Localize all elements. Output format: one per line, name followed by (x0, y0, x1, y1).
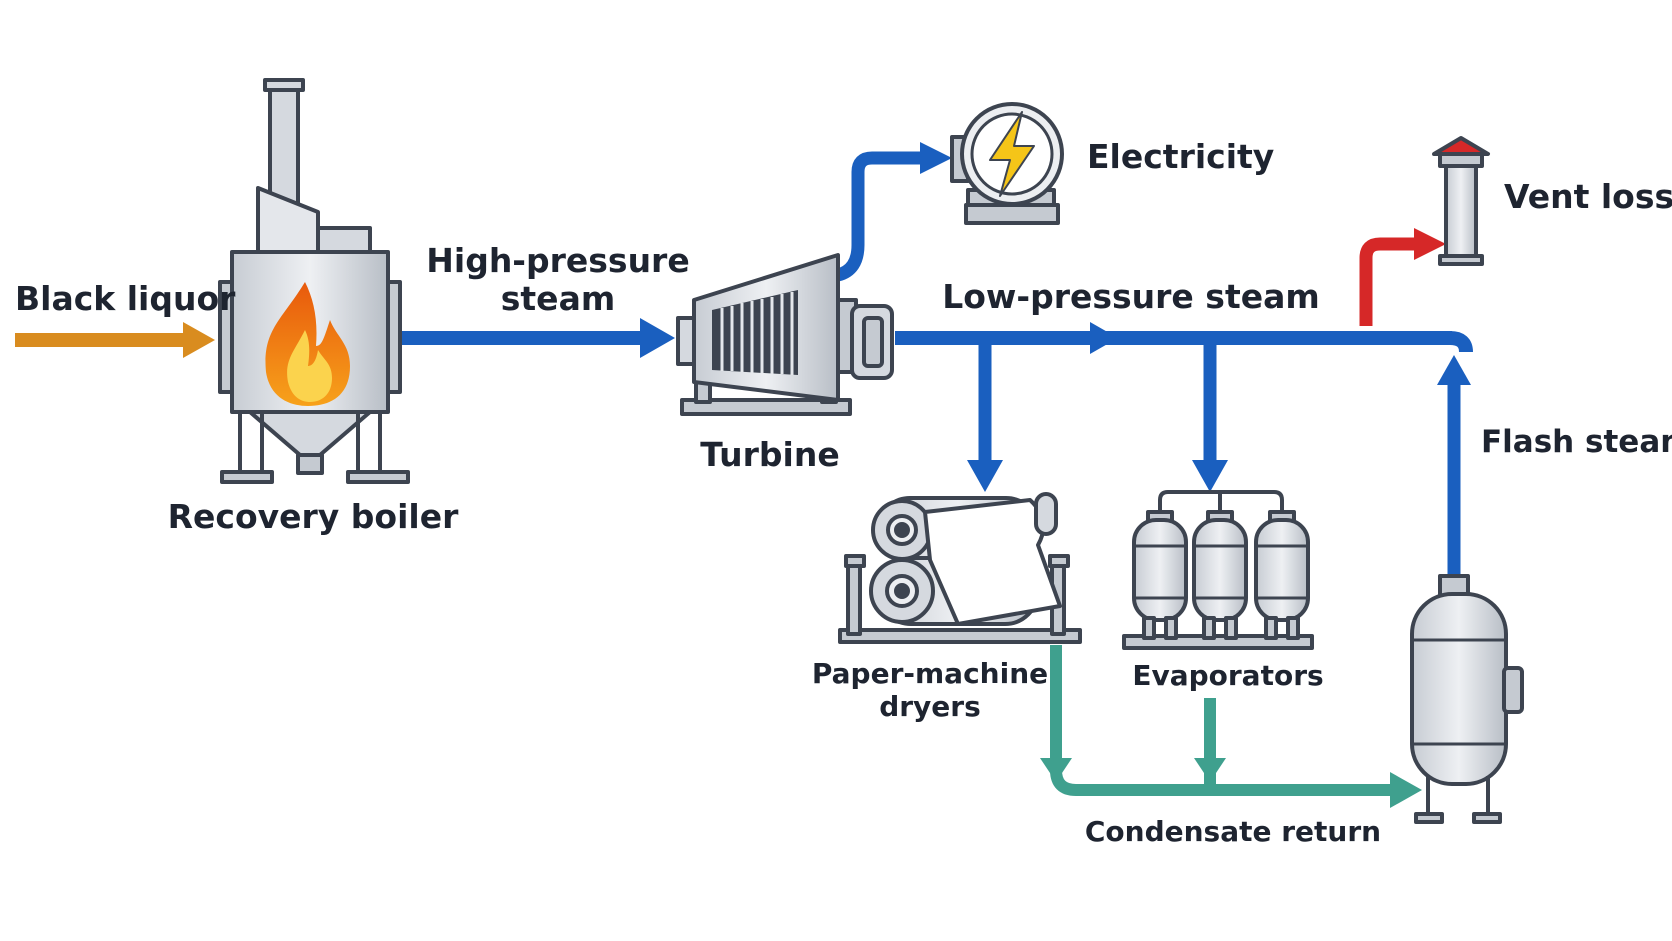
turbine-label: Turbine (700, 435, 839, 474)
evaporators-label: Evaporators (1132, 659, 1323, 692)
evaporator-steam-branch (1192, 338, 1228, 492)
high-pressure-steam-label-line2: steam (501, 279, 615, 318)
dryer-steam-branch (967, 338, 1003, 492)
vent-stack-icon (1432, 136, 1490, 266)
black-liquor-feed-arrow (15, 322, 215, 358)
recovery-boiler-icon (218, 78, 410, 484)
vent-loss-pipe (1359, 228, 1446, 326)
high-pressure-steam-label-line1: High-pressure (426, 241, 689, 280)
condensate-return-label: Condensate return (1085, 815, 1381, 848)
vent-loss-label: Vent loss (1504, 177, 1672, 216)
flash-tank-icon (1410, 574, 1524, 824)
paper-machine-dryer-icon (838, 492, 1082, 644)
electricity-label: Electricity (1087, 137, 1274, 176)
black-liquor-label: Black liquor (15, 279, 236, 318)
evaporator-tanks-icon (1122, 490, 1314, 650)
recovery-boiler-label: Recovery boiler (168, 497, 459, 536)
generator-lightning-icon (950, 102, 1064, 225)
paper-machine-dryers-label-line1: Paper-machine (812, 657, 1048, 690)
turbine-icon (676, 253, 894, 416)
paper-machine-dryers-label-line2: dryers (879, 690, 981, 723)
electricity-pipe (835, 142, 952, 282)
flash-steam-label: Flash steam (1481, 424, 1672, 460)
high-pressure-steam-pipe (390, 318, 675, 358)
flash-steam-pipe (1437, 355, 1471, 578)
condensate-return-pipe (1040, 645, 1422, 808)
low-pressure-steam-label: Low-pressure steam (942, 277, 1320, 316)
